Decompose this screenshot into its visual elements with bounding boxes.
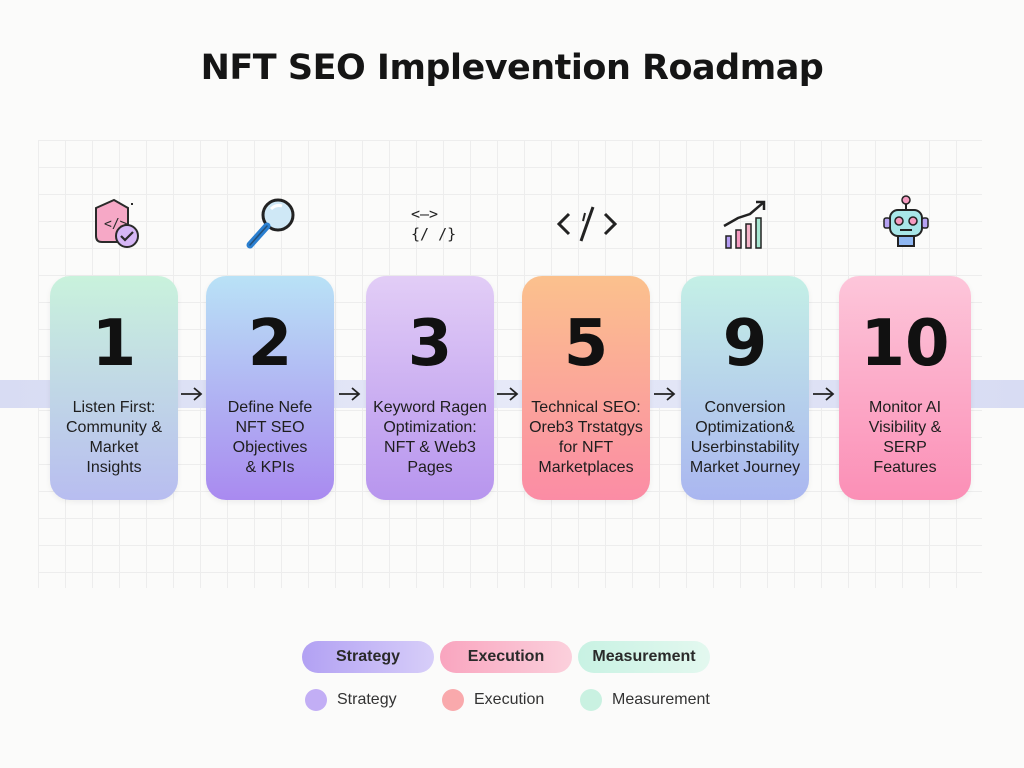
code-brackets-icon: <—> {/ /} xyxy=(398,192,462,256)
legend-label: Execution xyxy=(474,691,545,708)
step-label-line: Market xyxy=(89,439,139,456)
step-label-line: Insights xyxy=(86,459,142,476)
arrow-right-icon xyxy=(339,387,361,401)
step-label-line: SERP xyxy=(883,439,927,456)
step-number: 3 xyxy=(407,307,453,381)
legend-dot xyxy=(305,689,327,711)
magnifier-icon xyxy=(239,192,303,256)
step-label-line: Optimization& xyxy=(695,419,795,436)
pill-strategy: Strategy xyxy=(302,641,434,673)
step-label-line: Visibility & xyxy=(868,419,942,436)
step-label-line: Pages xyxy=(407,459,453,476)
step-label: Conversion Optimization& Userbinstabilit… xyxy=(685,398,805,478)
step-label: Define Nefe NFT SEO Objectives & KPIs xyxy=(210,398,330,478)
arrow-right-icon xyxy=(654,387,676,401)
step-label-line: Monitor AI xyxy=(868,399,942,416)
arrow-right-icon xyxy=(181,387,203,401)
step-label: Listen First: Community & Market Insight… xyxy=(54,398,174,478)
step-label-line: & KPIs xyxy=(245,459,295,476)
step-label-line: Oreb3 Trstatgys xyxy=(529,419,643,436)
growth-chart-icon xyxy=(712,192,776,256)
step-label-line: Keyword Ragen xyxy=(373,399,487,416)
pill-execution: Execution xyxy=(440,641,572,673)
arrow-right-icon xyxy=(497,387,519,401)
step-label-line: for NFT xyxy=(558,439,614,456)
svg-text:{/ /}: {/ /} xyxy=(411,225,455,243)
legend-item-strategy: Strategy xyxy=(305,688,397,712)
step-card-10: 10 Monitor AI Visibility & SERP Features xyxy=(839,276,971,500)
page-title: NFT SEO Implevention Roadmap xyxy=(200,48,824,88)
step-label-line: Community & xyxy=(65,419,163,436)
step-label: Technical SEO: Oreb3 Trstatgys for NFT M… xyxy=(526,398,646,478)
step-card-3: 3 Keyword Ragen Optimization: NFT & Web3… xyxy=(366,276,494,500)
step-label-line: Listen First: xyxy=(72,399,156,416)
legend-item-execution: Execution xyxy=(442,688,544,712)
step-label-line: Define Nefe xyxy=(227,399,313,416)
step-label-line: NFT SEO xyxy=(235,419,305,436)
step-label-line: Userbinstability xyxy=(690,439,800,456)
legend-dot xyxy=(442,689,464,711)
legend-label: Strategy xyxy=(337,691,397,708)
step-number: 9 xyxy=(722,307,768,381)
step-label-line: Objectives xyxy=(232,439,308,456)
step-number: 2 xyxy=(247,307,293,381)
step-number: 5 xyxy=(563,307,609,381)
step-label-line: NFT & Web3 xyxy=(384,439,476,456)
step-label-line: Technical SEO: xyxy=(531,399,641,416)
step-number: 10 xyxy=(860,307,950,381)
step-label-line: Market Journey xyxy=(689,459,801,476)
step-label-line: Conversion xyxy=(704,399,786,416)
step-card-9: 9 Conversion Optimization& Userbinstabil… xyxy=(681,276,809,500)
svg-text:<—>: <—> xyxy=(411,205,438,223)
legend-item-measurement: Measurement xyxy=(580,688,710,712)
step-label-line: Features xyxy=(873,459,937,476)
document-check-icon: </> xyxy=(82,192,146,256)
pill-measurement: Measurement xyxy=(578,641,710,673)
code-slash-icon xyxy=(555,192,619,256)
arrow-right-icon xyxy=(813,387,835,401)
legend-dot xyxy=(580,689,602,711)
step-label: Monitor AI Visibility & SERP Features xyxy=(843,398,967,478)
step-label-line: Optimization: xyxy=(383,419,477,436)
step-card-5: 5 Technical SEO: Oreb3 Trstatgys for NFT… xyxy=(522,276,650,500)
step-card-1: 1 Listen First: Community & Market Insig… xyxy=(50,276,178,500)
step-number: 1 xyxy=(91,307,137,381)
step-card-2: 2 Define Nefe NFT SEO Objectives & KPIs xyxy=(206,276,334,500)
robot-icon xyxy=(874,192,938,256)
step-label: Keyword Ragen Optimization: NFT & Web3 P… xyxy=(370,398,490,478)
step-label-line: Marketplaces xyxy=(538,459,634,476)
legend-label: Measurement xyxy=(612,691,710,708)
background-grid xyxy=(38,140,982,588)
